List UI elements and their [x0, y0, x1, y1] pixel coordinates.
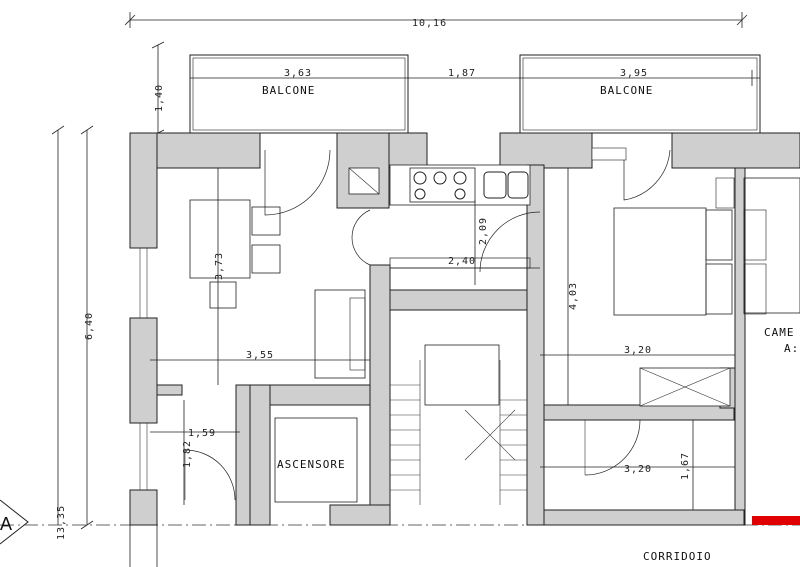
dim-kitchen-depth: 2,09 — [478, 217, 489, 245]
left-dimension-lines — [51, 125, 94, 530]
adjacent-room-sublabel: A: — [784, 342, 799, 355]
walls — [129, 132, 800, 526]
living-furniture — [189, 149, 371, 379]
adjacent-room-label: CAME — [764, 326, 795, 339]
dim-balcony-left: 3,63 — [284, 68, 312, 79]
dim-level: 13,35 — [56, 505, 67, 540]
dim-total-width: 10,16 — [412, 18, 447, 29]
bath-left — [150, 400, 240, 505]
dim-bedroom-width: 3,20 — [624, 345, 652, 356]
adjacent-room — [743, 177, 800, 525]
top-dimension-line — [124, 12, 748, 28]
dim-living-width: 3,55 — [246, 350, 274, 361]
bedroom-dims — [540, 168, 735, 405]
dim-kitchen-width: 2,40 — [448, 256, 476, 267]
section-marker-label: A — [0, 514, 12, 534]
dim-balcony-right: 3,95 — [620, 68, 648, 79]
dim-balcony-gap: 1,87 — [448, 68, 476, 79]
balcony-right-label: BALCONE — [600, 84, 653, 97]
dim-balcony-depth: 1,40 — [154, 84, 165, 112]
shaft — [348, 167, 380, 195]
corridor-label: CORRIDOIO — [643, 550, 712, 563]
kitchen — [389, 164, 541, 285]
stairs — [390, 344, 527, 505]
bath-right — [540, 419, 735, 510]
dim-overall-height: 6,40 — [84, 312, 95, 340]
bedroom — [591, 147, 735, 407]
balcony-left-label: BALCONE — [262, 84, 315, 97]
dim-bath2-depth: 1,67 — [680, 452, 691, 480]
elevator — [274, 417, 358, 503]
dim-bath-depth: 1,82 — [182, 440, 193, 468]
dim-bedroom-depth: 4,03 — [568, 282, 579, 310]
corridor — [129, 525, 158, 567]
balcony-right — [519, 54, 761, 134]
dim-bath2-width: 3,20 — [624, 464, 652, 475]
dim-living-depth: 3,73 — [214, 252, 225, 280]
elevator-label: ASCENSORE — [277, 458, 346, 471]
dim-bath-width: 1,59 — [188, 428, 216, 439]
